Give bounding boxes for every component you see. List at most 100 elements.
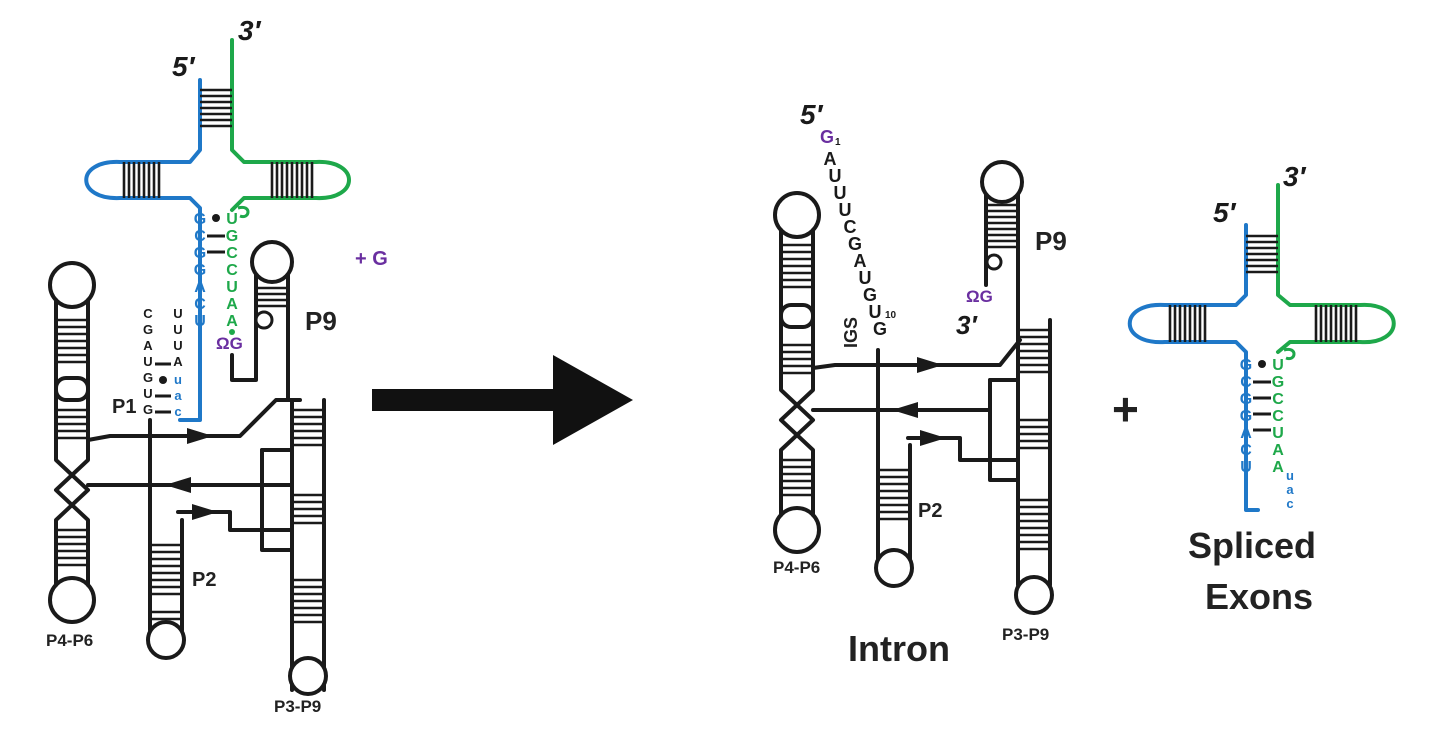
wobble-pair-dot <box>212 214 220 222</box>
p9-strand <box>230 273 258 382</box>
p1-intron-nucleotide: C <box>143 306 153 321</box>
right-omega-g-label: ΩG <box>966 287 993 306</box>
reaction-arrow <box>372 355 633 445</box>
exon5-nucleotide: A <box>194 279 206 296</box>
exons-5prime-label: 5′ <box>1213 197 1237 228</box>
left-3prime-label: 3′ <box>238 15 262 46</box>
igs-nucleotide: C <box>844 217 857 237</box>
wobble-pair-dot <box>1258 360 1266 368</box>
strand <box>779 228 815 517</box>
right-p2-label: P2 <box>918 500 942 522</box>
p1-intron-nucleotide: U <box>173 322 182 337</box>
intron-p9-bulge <box>985 253 1003 271</box>
igs-label: IGS <box>841 317 861 348</box>
exon3-nucleotide: C <box>226 262 238 279</box>
spliced-exon3-nucleotide: U <box>1272 425 1284 442</box>
spliced-exon3-nucleotide: A <box>1272 459 1284 476</box>
spliced-exon5-nucleotide: G <box>1240 391 1252 408</box>
igs-nucleotide: U <box>839 200 852 220</box>
spliced-exon3-nucleotide: A <box>1272 442 1284 459</box>
p1-exon-nucleotide: c <box>174 404 181 419</box>
spliced-exon3-loop <box>1359 302 1396 345</box>
exon5-nucleotide: G <box>194 245 206 262</box>
spliced-exon5-nucleotide: C <box>1240 374 1252 391</box>
direction-arrowhead <box>920 430 946 446</box>
igs-nucleotide: A <box>854 251 867 271</box>
exon3-kink <box>237 205 250 219</box>
left-p1-label: P1 <box>112 396 136 418</box>
spliced-exons-line1: Spliced <box>1188 525 1316 566</box>
exon5-hairpin-loop <box>84 159 121 201</box>
spliced-exon3-nucleotide: C <box>1272 408 1284 425</box>
p1-intron-nucleotide: A <box>143 338 153 353</box>
p9-bulge <box>254 310 274 330</box>
igs-nucleotide: G <box>873 319 887 339</box>
exon3-nucleotide: U <box>226 211 238 228</box>
p1-exon-nucleotide: u <box>174 372 182 387</box>
exon3-strand <box>230 38 318 164</box>
p4p6-bottom-loop <box>48 576 96 624</box>
intron-p2-loop <box>874 548 914 588</box>
intron-p4p6-bulge <box>779 303 815 329</box>
direction-arrowhead <box>917 357 943 373</box>
igs-nucleotide: U <box>869 302 882 322</box>
exon3-dot <box>229 329 235 335</box>
direction-arrowhead <box>892 402 918 418</box>
intron-p3-connector <box>988 378 1020 482</box>
spliced-exons-line2: Exons <box>1205 576 1313 617</box>
igs-nucleotide: U <box>859 268 872 288</box>
igs-nucleotide: G <box>863 285 877 305</box>
direction-arrowhead <box>165 477 191 493</box>
igs-nucleotide: U <box>834 183 847 203</box>
strand <box>779 228 815 517</box>
g1-subscript: 1 <box>835 137 841 148</box>
left-p3p9-label: P3-P9 <box>274 697 321 716</box>
igs-nucleotide: U <box>829 166 842 186</box>
spliced-exon5-nucleotide: G <box>1240 357 1252 374</box>
exon3-nucleotide: U <box>226 279 238 296</box>
left-p4p6-label: P4-P6 <box>46 631 93 650</box>
exon5-nucleotide: C <box>194 228 206 245</box>
spliced-exon5-nucleotide: U <box>1240 459 1252 476</box>
p4p6-top-loop <box>48 261 96 309</box>
left-5prime-label: 5′ <box>172 51 196 82</box>
spliced-exon3-nucleotide: G <box>1272 374 1284 391</box>
p9-loop <box>250 240 294 284</box>
p1-intron-nucleotide: G <box>143 370 153 385</box>
p2-loop <box>146 620 186 660</box>
p1-intron-nucleotide: U <box>173 338 182 353</box>
exon3-nucleotide: A <box>226 313 238 330</box>
p1-intron-nucleotide: G <box>143 322 153 337</box>
spliced-exon3-strand <box>1276 183 1362 307</box>
plus-sign: + <box>1112 383 1139 435</box>
exon5-strand <box>118 196 202 422</box>
spliced-exon3-kink <box>1283 347 1296 361</box>
spliced-exon-lower-nucleotide: a <box>1286 482 1294 497</box>
right-p4p6-label: P4-P6 <box>773 558 820 577</box>
exon5-nucleotide: G <box>194 211 206 228</box>
p1-p2-connector <box>86 398 302 442</box>
exon5-strand <box>118 78 202 164</box>
exon3-hairpin-loop <box>315 159 351 201</box>
intron-p9-loop <box>980 160 1024 204</box>
p3-connector <box>260 448 294 552</box>
intron-label: Intron <box>848 628 950 669</box>
left-p2-label: P2 <box>192 569 216 591</box>
spliced-exon5-loop <box>1127 302 1166 345</box>
right-5prime-label: 5′ <box>800 99 824 130</box>
strand <box>54 298 90 587</box>
intron-p4p6-bottom-loop <box>773 506 821 554</box>
p1-exon-nucleotide: a <box>174 388 182 403</box>
right-p3p9-label: P3-P9 <box>1002 625 1049 644</box>
spliced-exon-lower-nucleotide: c <box>1286 496 1293 511</box>
spliced-exon3-nucleotide: C <box>1272 391 1284 408</box>
p1-intron-nucleotide: A <box>173 354 183 369</box>
g10-subscript: 10 <box>885 310 897 321</box>
diagram-shapes <box>48 38 1396 696</box>
exon5-nucleotide: U <box>194 313 206 330</box>
spliced-exon5-strand <box>1163 340 1260 512</box>
p1-intron-nucleotide: U <box>143 386 152 401</box>
